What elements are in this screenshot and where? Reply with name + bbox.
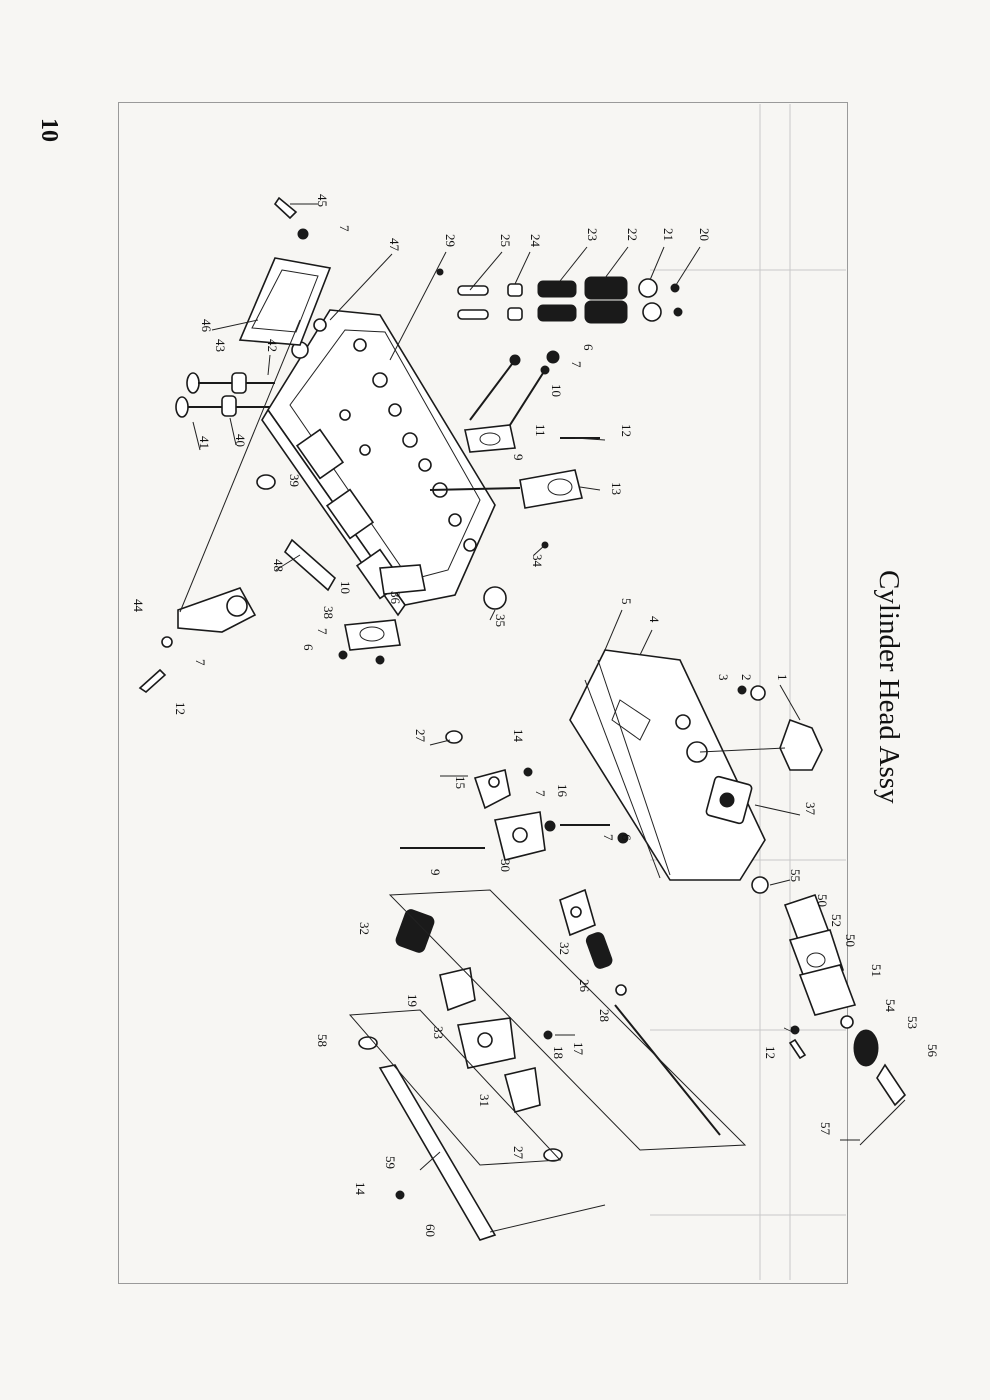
valve-spring-stack [457,276,683,324]
callout-26: 26 [577,979,592,993]
callout-4: 4 [647,616,662,623]
callout-33: 33 [431,1026,446,1039]
callout-21: 21 [661,228,676,241]
callout-10b: 10 [549,384,564,397]
callout-31: 31 [477,1094,492,1107]
callout-34: 34 [530,554,545,568]
diagram-frame [118,102,848,1284]
breather-assembly [783,893,907,1146]
callout-11: 11 [533,424,548,437]
callout-46: 46 [199,319,214,333]
callout-50: 50 [815,894,830,907]
callout-27b: 27 [511,1146,526,1160]
callout-10: 10 [338,581,353,594]
callout-24: 24 [528,234,543,248]
callout-7c: 7 [315,628,330,635]
callout-7e: 7 [533,790,548,797]
callout-7g: 7 [781,1026,796,1033]
callout-57: 57 [818,1122,833,1136]
flange-13 [519,469,583,509]
callout-52: 52 [829,914,844,927]
callout-30: 30 [498,859,513,872]
callout-25: 25 [498,234,513,247]
callout-59: 59 [383,1156,398,1169]
callout-6c: 6 [619,834,634,841]
cylinder-head-block [261,309,496,617]
callout-29: 29 [443,234,458,247]
callout-37: 37 [803,802,818,816]
leader-lines [192,203,860,1233]
flange-11 [464,424,516,453]
callout-18: 18 [551,1046,566,1059]
callout-48: 48 [271,559,286,572]
callout-22: 22 [625,228,640,241]
callout-45: 45 [315,194,330,207]
callout-12: 12 [173,702,188,715]
rocker-cover [569,649,766,881]
callout-6: 6 [301,644,316,651]
callout-12c: 12 [763,1046,778,1059]
gasket-plate [238,257,332,346]
callout-3: 3 [716,674,731,681]
rocker-arm-assembly [348,730,747,1241]
callout-38: 38 [321,606,336,619]
callout-56: 56 [925,1044,940,1058]
callout-23: 23 [585,228,600,241]
callout-43: 43 [213,339,228,352]
callout-19: 19 [405,994,420,1007]
callout-53: 53 [905,1016,920,1029]
callout-54: 54 [883,999,898,1013]
callout-36: 36 [388,591,403,605]
callout-14: 14 [511,729,526,743]
callout-17: 17 [571,1042,586,1056]
callout-13: 13 [609,482,624,495]
callout-1: 1 [775,674,790,681]
callout-32: 32 [357,922,372,935]
callout-7b: 7 [193,659,208,666]
callout-9: 9 [511,454,526,461]
callout-27: 27 [413,729,428,743]
callout-20: 20 [697,228,712,241]
callout-55: 55 [788,869,803,882]
callout-7f: 7 [601,834,616,841]
callout-50b: 50 [843,934,858,947]
callout-35: 35 [493,614,508,627]
callout-6b: 6 [581,344,596,351]
callout-39: 39 [287,474,302,487]
callout-9b: 9 [428,869,443,876]
callout-14b: 14 [353,1182,368,1196]
callout-47: 47 [387,238,402,252]
callout-16: 16 [555,784,570,798]
callout-5: 5 [619,598,634,605]
callout-42: 42 [265,339,280,352]
callout-51: 51 [869,964,884,977]
callout-12b: 12 [619,424,634,437]
callout-numbers: 45 7 47 29 25 24 23 22 21 20 46 43 42 41… [131,194,940,1237]
callout-58: 58 [315,1034,330,1047]
valves [175,372,275,418]
callout-60: 60 [423,1224,438,1237]
callout-41: 41 [197,436,212,449]
callout-32b: 32 [557,942,572,955]
callout-28: 28 [597,1009,612,1022]
callout-44: 44 [131,599,146,613]
callout-2: 2 [739,674,754,681]
callout-7: 7 [337,225,352,232]
callout-40: 40 [233,434,248,447]
callout-7d: 7 [569,361,584,368]
callout-15: 15 [453,776,468,789]
studs-top [469,350,560,426]
oil-filler-cap [779,718,823,771]
